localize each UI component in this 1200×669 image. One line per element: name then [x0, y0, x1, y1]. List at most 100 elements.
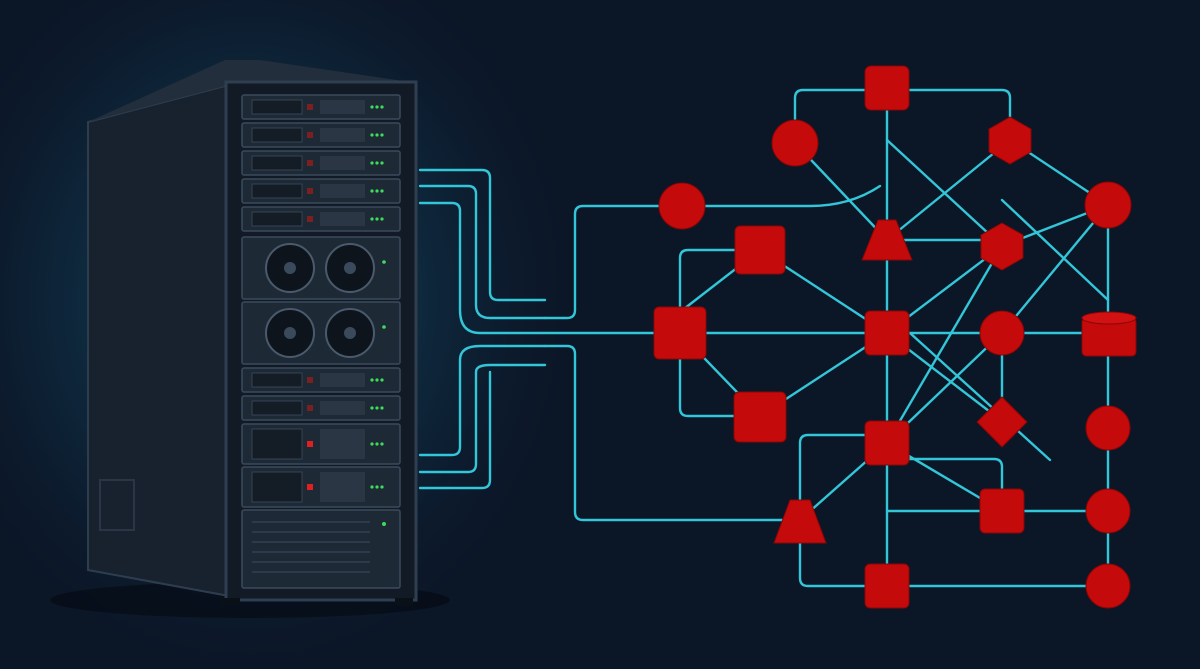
server-rack	[87, 60, 418, 606]
rack-side-vent	[99, 479, 135, 531]
rack-side-panel	[87, 80, 241, 600]
status-led	[370, 378, 374, 382]
cable	[418, 201, 682, 335]
status-led	[380, 442, 384, 446]
node-circle	[1084, 181, 1132, 229]
status-led	[382, 325, 386, 329]
status-led	[380, 406, 384, 410]
drive-bay	[251, 127, 303, 143]
fan-hub	[344, 327, 356, 339]
drive-grille	[320, 472, 365, 502]
node-diamond	[976, 396, 1028, 448]
drive-bay	[251, 155, 303, 171]
drive-grille	[320, 373, 365, 387]
status-led	[380, 485, 384, 489]
status-led	[382, 260, 386, 264]
status-led	[370, 161, 374, 165]
status-indicator	[307, 132, 313, 138]
status-led	[375, 189, 379, 193]
status-indicator	[307, 160, 313, 166]
cable	[543, 204, 684, 320]
rack-foot	[395, 598, 413, 606]
status-led	[375, 406, 379, 410]
network-nodes	[653, 65, 1137, 609]
fan-hub	[284, 262, 296, 274]
drive-grille	[320, 100, 365, 114]
status-led	[370, 406, 374, 410]
link	[885, 244, 1004, 445]
link	[1000, 203, 1110, 335]
status-indicator	[307, 484, 313, 490]
status-indicator	[307, 104, 313, 110]
status-led	[375, 442, 379, 446]
node-circle	[1085, 405, 1131, 451]
drive-grille	[320, 184, 365, 198]
rack-top	[88, 60, 410, 122]
drive-grille	[320, 212, 365, 226]
node-square	[864, 65, 910, 111]
node-triangle	[773, 499, 827, 544]
status-led	[370, 217, 374, 221]
cable	[418, 370, 492, 490]
node-square	[864, 563, 910, 609]
status-indicator	[307, 441, 313, 447]
node-cylinder	[1081, 311, 1137, 357]
status-indicator	[307, 377, 313, 383]
rack-unit	[241, 509, 401, 589]
drive-bay	[251, 372, 303, 388]
node-circle	[1085, 563, 1131, 609]
status-indicator	[307, 216, 313, 222]
node-circle	[658, 182, 706, 230]
link	[885, 457, 1004, 513]
link	[680, 184, 882, 208]
drive-bay	[251, 99, 303, 115]
drive-bay	[251, 428, 303, 460]
status-led	[380, 105, 384, 109]
status-led	[375, 217, 379, 221]
node-triangle	[861, 219, 913, 261]
node-square	[979, 488, 1025, 534]
status-led	[370, 485, 374, 489]
status-led	[375, 485, 379, 489]
link	[908, 331, 1052, 462]
status-led	[375, 161, 379, 165]
link	[885, 138, 1012, 242]
node-square	[653, 306, 707, 360]
drive-grille	[320, 401, 365, 415]
drive-bay	[251, 211, 303, 227]
drive-bay	[251, 183, 303, 199]
cable	[418, 184, 547, 320]
status-indicator	[307, 405, 313, 411]
drive-grille	[320, 128, 365, 142]
cable	[543, 344, 802, 522]
status-led	[380, 133, 384, 137]
node-hexagon	[988, 116, 1032, 165]
node-square	[733, 391, 787, 443]
status-led	[382, 522, 386, 526]
status-led	[380, 189, 384, 193]
node-hexagon	[980, 222, 1024, 271]
link	[1000, 198, 1110, 302]
status-led	[375, 105, 379, 109]
cable	[418, 363, 547, 474]
status-led	[370, 442, 374, 446]
status-led	[380, 161, 384, 165]
status-led	[375, 133, 379, 137]
status-led	[380, 217, 384, 221]
node-circle	[771, 119, 819, 167]
status-indicator	[307, 188, 313, 194]
rack-units	[241, 94, 401, 589]
drive-grille	[320, 429, 365, 459]
drive-bay	[251, 400, 303, 416]
node-circle	[1085, 488, 1131, 534]
drive-grille	[320, 156, 365, 170]
node-square	[734, 225, 786, 275]
node-circle	[979, 310, 1025, 356]
node-square	[864, 420, 910, 466]
rack-foot	[220, 598, 240, 606]
node-square	[864, 310, 910, 356]
fan-hub	[344, 262, 356, 274]
link	[885, 138, 1004, 248]
